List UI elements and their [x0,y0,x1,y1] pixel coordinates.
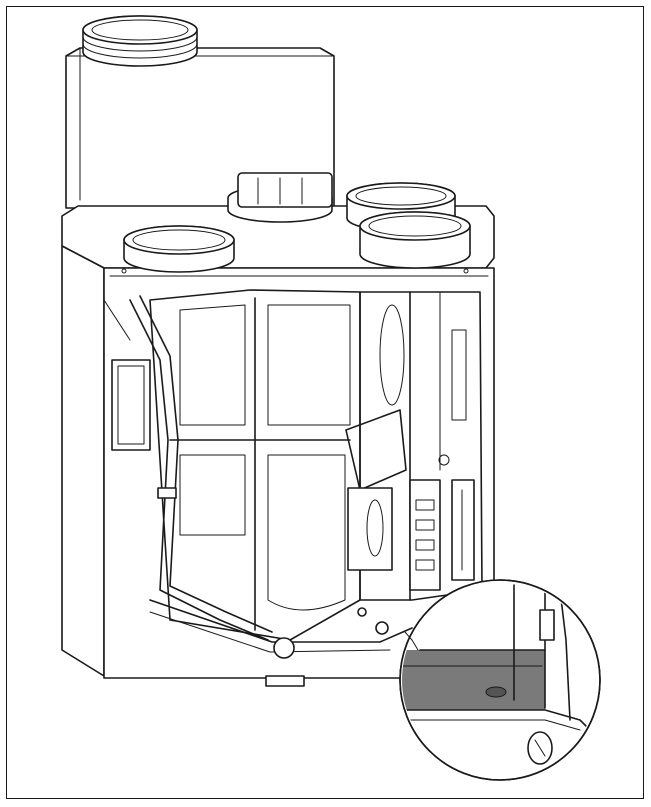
control-board [347,479,475,591]
figure-frame [6,6,644,799]
left-frame-rail [129,295,273,641]
left-filter-slot [103,299,151,451]
magnifier-detail [399,579,601,781]
right-front-duct-collar [359,211,471,269]
bottom-tray [149,599,413,659]
center-duct-collar [227,172,333,223]
left-duct-collar [123,225,235,273]
top-duct-collar [82,15,198,67]
